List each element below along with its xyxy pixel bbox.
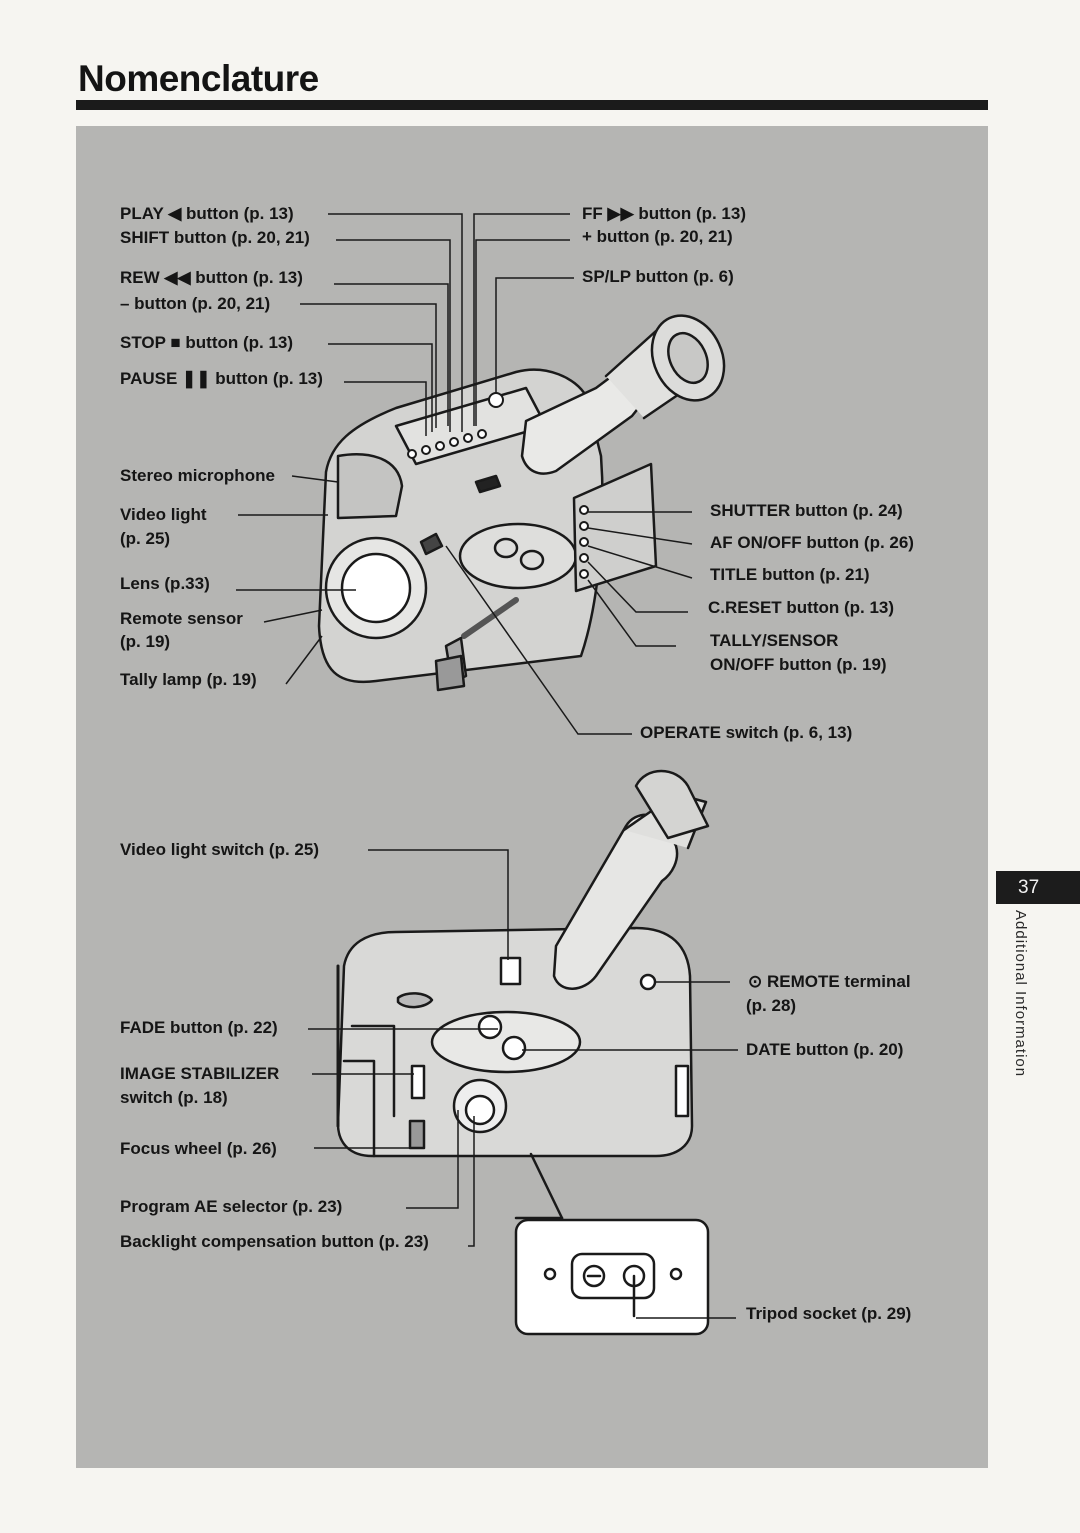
illustration-panel: PLAY ◀ button (p. 13) SHIFT button (p. 2… bbox=[76, 126, 988, 1468]
remote-terminal-icon: ⊙ bbox=[748, 972, 767, 991]
sp-lp-button-label: SP/LP button (p. 6) bbox=[582, 267, 734, 286]
remote-sensor-label: Remote sensor bbox=[120, 609, 243, 628]
video-light-label: Video light bbox=[120, 505, 207, 524]
upper-camcorder-drawing bbox=[317, 314, 726, 692]
rew-button-label: REW ◀◀ button (p. 13) bbox=[120, 268, 303, 287]
program-ae-selector-label: Program AE selector (p. 23) bbox=[120, 1197, 343, 1216]
backlight-button-label: Backlight compensation button (p. 23) bbox=[120, 1232, 429, 1251]
tally-sensor-label: TALLY/SENSOR bbox=[710, 631, 839, 650]
play-button-label: PLAY ◀ button (p. 13) bbox=[120, 204, 294, 223]
focus-wheel-label: Focus wheel (p. 26) bbox=[120, 1139, 277, 1158]
section-side-label: Additional Information bbox=[1012, 910, 1029, 1078]
lens-label: Lens (p.33) bbox=[120, 574, 210, 593]
shift-button-label: SHIFT button (p. 20, 21) bbox=[120, 228, 310, 247]
minus-button-label: – button (p. 20, 21) bbox=[120, 294, 271, 313]
title-rule bbox=[76, 100, 988, 110]
image-stabilizer-page-label: switch (p. 18) bbox=[120, 1088, 228, 1107]
remote-terminal-label: ⊙ REMOTE terminal bbox=[748, 972, 911, 991]
ff-button-label: FF ▶▶ button (p. 13) bbox=[582, 204, 747, 223]
remote-terminal-page-label: (p. 28) bbox=[746, 996, 797, 1015]
camcorder-illustration bbox=[236, 213, 738, 1336]
shutter-button-label: SHUTTER button (p. 24) bbox=[710, 501, 903, 520]
tripod-socket-detail bbox=[514, 1218, 710, 1336]
lower-camcorder-drawing bbox=[336, 769, 710, 1222]
c-reset-button-label: C.RESET button (p. 13) bbox=[708, 598, 895, 617]
date-button-label: DATE button (p. 20) bbox=[746, 1040, 904, 1059]
operate-switch-label: OPERATE switch (p. 6, 13) bbox=[640, 723, 853, 742]
image-stabilizer-label: IMAGE STABILIZER bbox=[120, 1064, 280, 1083]
tripod-socket-label: Tripod socket (p. 29) bbox=[746, 1304, 912, 1323]
fade-button-label: FADE button (p. 22) bbox=[120, 1018, 278, 1037]
remote-sensor-page-label: (p. 19) bbox=[120, 632, 171, 651]
video-light-page-label: (p. 25) bbox=[120, 529, 171, 548]
video-light-switch-label: Video light switch (p. 25) bbox=[120, 840, 319, 859]
tally-lamp-label: Tally lamp (p. 19) bbox=[120, 670, 257, 689]
pause-button-label: PAUSE ❚❚ button (p. 13) bbox=[120, 369, 323, 388]
stereo-microphone-label: Stereo microphone bbox=[120, 466, 275, 485]
tally-sensor-page-label: ON/OFF button (p. 19) bbox=[710, 655, 887, 674]
page-title: Nomenclature bbox=[78, 58, 319, 99]
af-button-label: AF ON/OFF button (p. 26) bbox=[710, 533, 914, 552]
title-button-label: TITLE button (p. 21) bbox=[710, 565, 870, 584]
plus-button-label: + button (p. 20, 21) bbox=[582, 227, 733, 246]
page-number-tab: 37 bbox=[996, 871, 1080, 904]
stop-button-label: STOP ■ button (p. 13) bbox=[120, 333, 294, 352]
